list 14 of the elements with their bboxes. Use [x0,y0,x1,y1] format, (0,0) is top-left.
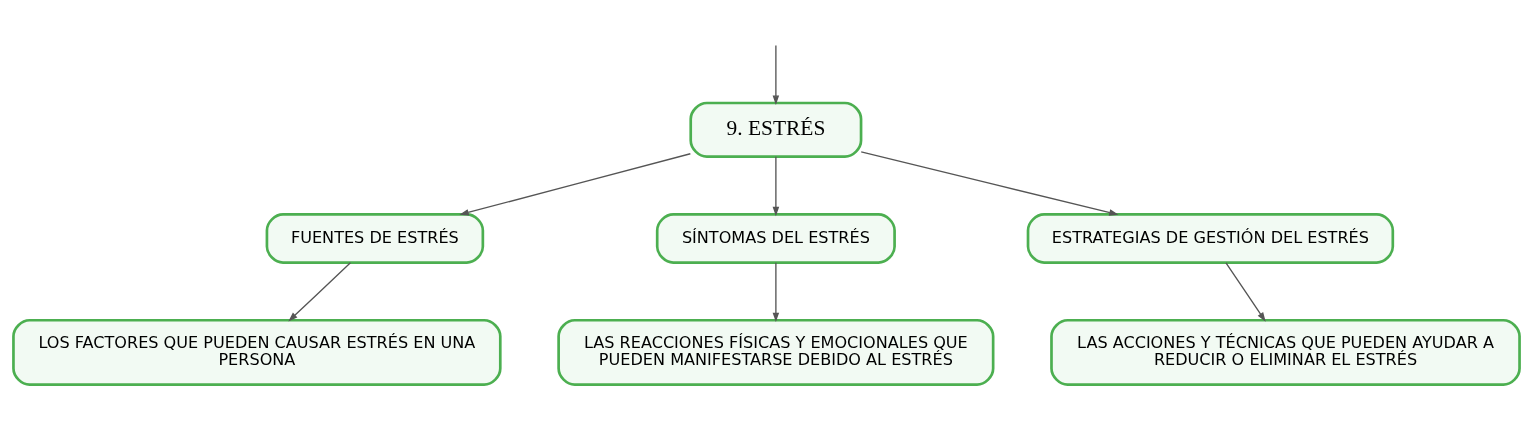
node-box: FUENTES DE ESTRÉS [265,212,485,264]
arrow [772,44,780,105]
node-box: LOS FACTORES QUE PUEDEN CAUSAR ESTRÉS EN UNA PERSONA [12,318,502,386]
node-box: SÍNTOMAS DEL ESTRÉS [655,212,896,264]
node-box: LAS REACCIONES FÍSICAS Y EMOCIONALES QUE PUEDEN MANIFESTARSE DEBIDO AL ESTRÉS [557,318,995,386]
node-box: 9. ESTRÉS [689,101,863,158]
arrow [288,262,352,322]
arrow [772,156,780,217]
arrow [772,262,780,323]
arrow [1225,262,1266,322]
node-box: LAS ACCIONES Y TÉCNICAS QUE PUEDEN AYUDAR A REDUCIR O ELIMINAR EL ESTRÉS [1050,318,1521,386]
node-box: ESTRATEGIAS DE GESTIÓN DEL ESTRÉS [1026,212,1395,264]
arrow [860,151,1119,216]
arrow [459,153,691,216]
